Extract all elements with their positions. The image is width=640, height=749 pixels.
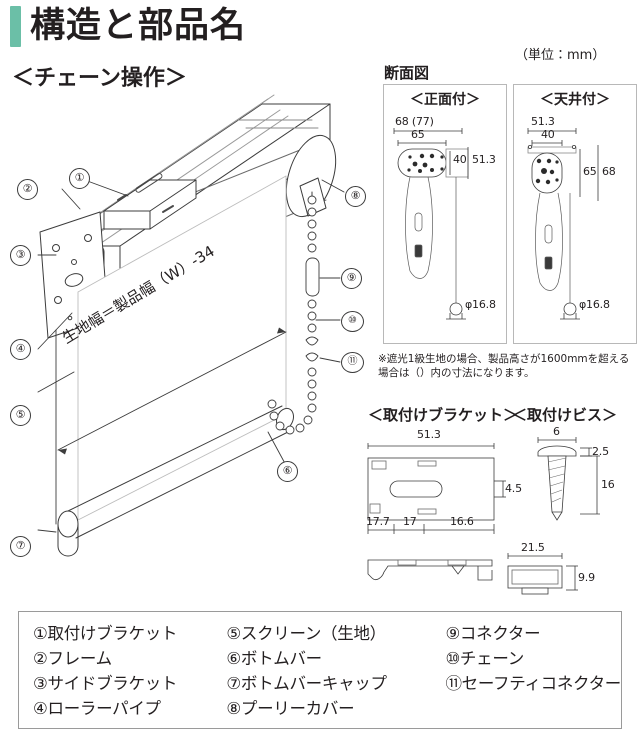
fabric-width-label: 生地幅＝製品幅（W）-34: [59, 241, 218, 348]
dim-bracket-thickness: 4.5: [505, 482, 522, 495]
accent-bar: [10, 6, 21, 47]
dim-front-outer-width: 68 (77): [395, 115, 434, 128]
legend-column-2: ⑤スクリーン（生地） ⑥ボトムバー ⑦ボトムバーキャップ ⑧プーリーカバー: [226, 621, 445, 721]
dim-cap-width: 21.5: [521, 541, 545, 554]
dim-ceiling-inner-width: 40: [541, 128, 555, 141]
callout-9: ⑨: [341, 268, 362, 289]
cross-section-title-ceiling: ＜天井付＞: [540, 92, 610, 108]
legend-column-3: ⑨コネクター ⑩チェーン ⑪セーフティコネクター: [445, 621, 621, 721]
dim-ceiling-outer-width: 51.3: [531, 115, 555, 128]
subtitle-chain-operation: ＜チェーン操作＞: [12, 66, 187, 91]
callout-6: ⑥: [277, 461, 298, 482]
section-label-cross-section: 断面図: [384, 64, 430, 82]
dim-front-inner-width: 65: [411, 128, 425, 141]
legend-item-1: ①取付けブラケット: [33, 624, 178, 643]
legend-item-9: ⑨コネクター: [445, 624, 541, 643]
legend-item-7: ⑦ボトムバーキャップ: [226, 674, 387, 693]
dim-ceiling-weight-diameter: φ16.8: [579, 298, 610, 311]
dim-front-depth: 40: [453, 153, 467, 166]
legend-item-5: ⑤スクリーン（生地）: [226, 624, 386, 643]
legend-item-10: ⑩チェーン: [445, 649, 524, 668]
callout-2: ②: [17, 179, 38, 200]
front-mount-drawing: [393, 128, 469, 320]
dim-screw-head-height: 2.5: [592, 445, 609, 458]
callout-10: ⑩: [341, 311, 364, 332]
legend-item-4: ④ローラーパイプ: [33, 699, 161, 718]
ceiling-mount-drawing: [527, 128, 599, 320]
dim-ceiling-height-outer: 68: [602, 165, 616, 178]
dim-bracket-seg1: 17.7: [366, 515, 390, 528]
dim-front-height: 51.3: [472, 153, 496, 166]
dim-bracket-total-width: 51.3: [417, 428, 441, 441]
cross-section-title-front: ＜正面付＞: [410, 92, 480, 108]
callout-1: ①: [69, 168, 90, 189]
legend-item-8: ⑧プーリーカバー: [226, 699, 355, 718]
dim-bracket-seg3: 16.6: [450, 515, 474, 528]
dim-screw-shaft-length: 16: [601, 478, 615, 491]
dim-bracket-seg2: 17: [403, 515, 417, 528]
cross-section-panel-front-mount: ＜正面付＞: [383, 84, 507, 344]
unit-note: （単位：mm）: [515, 48, 606, 63]
section-label-bracket: ＜取付けブラケット＞: [368, 406, 519, 424]
legend-item-6: ⑥ボトムバー: [226, 649, 322, 668]
section-label-screw: ＜取付けビス＞: [512, 406, 618, 424]
parts-legend: ①取付けブラケット ②フレーム ③サイドブラケット ④ローラーパイプ ⑤スクリー…: [18, 611, 622, 729]
dim-front-weight-diameter: φ16.8: [465, 298, 496, 311]
cross-section-note: ※遮光1級生地の場合、製品高さが1600mmを超える場合は（）内の寸法になります…: [378, 353, 630, 380]
page-header: 構造と部品名: [10, 6, 246, 47]
legend-item-3: ③サイドブラケット: [33, 674, 178, 693]
page-title: 構造と部品名: [30, 6, 247, 46]
cross-section-panel-ceiling-mount: ＜天井付＞: [513, 84, 637, 344]
callout-3: ③: [10, 245, 31, 266]
legend-item-2: ②フレーム: [33, 649, 112, 668]
callout-11: ⑪: [341, 352, 364, 373]
callout-8: ⑧: [345, 186, 366, 207]
dim-ceiling-height-inner: 65: [583, 165, 597, 178]
legend-column-1: ①取付けブラケット ②フレーム ③サイドブラケット ④ローラーパイプ: [33, 621, 226, 721]
callout-4: ④: [10, 339, 31, 360]
legend-item-11: ⑪セーフティコネクター: [445, 674, 621, 693]
callout-7: ⑦: [10, 536, 31, 557]
dim-screw-head-width: 6: [553, 425, 560, 438]
callout-5: ⑤: [10, 405, 31, 426]
dim-cap-height: 9.9: [578, 571, 595, 584]
